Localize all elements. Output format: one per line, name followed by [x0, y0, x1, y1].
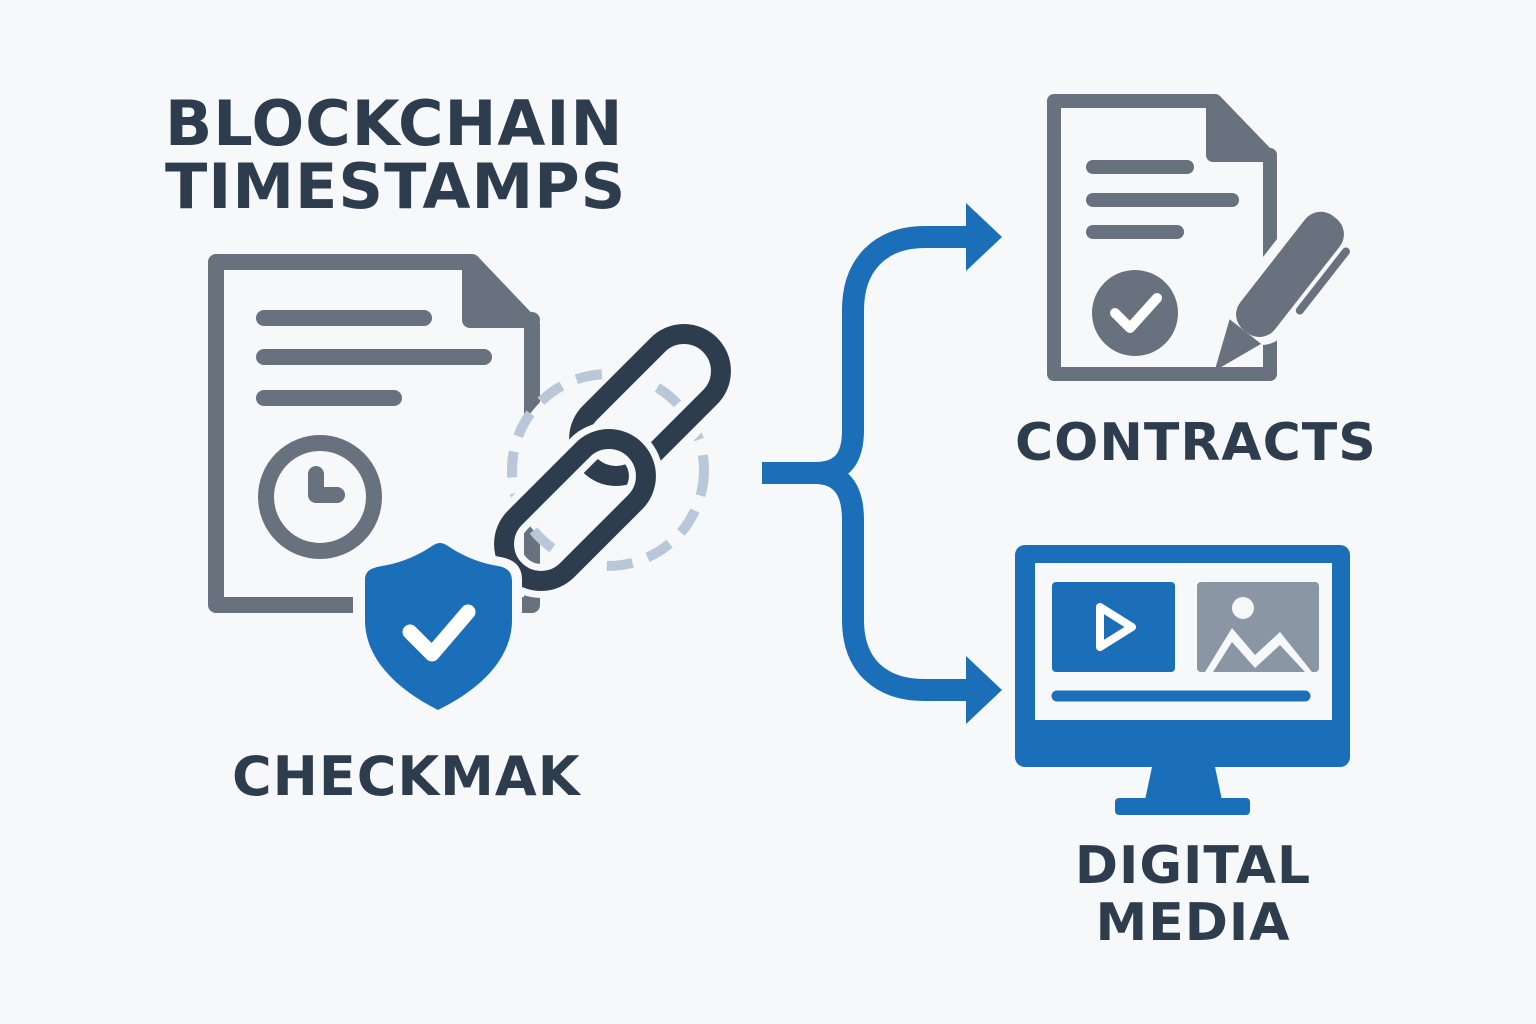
digital-media-label-line-1: DIGITAL — [1075, 836, 1311, 896]
video-icon — [1052, 582, 1175, 672]
checkmark-label: CHECKMAK — [232, 745, 582, 808]
contracts-label: CONTRACTS — [1015, 413, 1377, 473]
monitor-media-icon — [1015, 545, 1350, 815]
contract-pen-icon — [1047, 94, 1356, 381]
title-line-2: TIMESTAMPS — [165, 150, 626, 223]
branch-arrow-icon — [762, 203, 1002, 724]
digital-media-label-line-2: MEDIA — [1095, 893, 1290, 953]
shield-check-icon — [353, 534, 522, 718]
title-line-1: BLOCKCHAIN — [165, 87, 623, 160]
play-icon — [1096, 603, 1136, 651]
